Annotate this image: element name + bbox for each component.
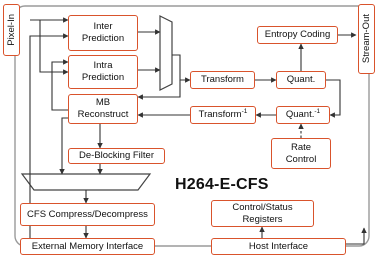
entropy-coding-block: Entropy Coding — [257, 26, 338, 44]
wire-mux-mb — [137, 80, 181, 100]
rate-control-line1: Rate — [290, 141, 312, 153]
rate-control-block: Rate Control — [271, 138, 331, 169]
mb-reconstruct-line1: MB — [95, 97, 111, 108]
entropy-coding-label: Entropy Coding — [264, 29, 331, 40]
rate-control-line2: Control — [285, 153, 317, 165]
quant-label: Quant. — [286, 74, 316, 85]
inter-prediction-line1: Inter — [93, 21, 113, 32]
quant-block: Quant. — [276, 71, 326, 89]
mb-reconstruct-line2: Reconstruct — [77, 109, 129, 120]
wire-pixelin-bus — [39, 20, 69, 75]
inverse-quant-text: Quant. — [285, 109, 315, 120]
inverse-transform-label: Transform-1 — [198, 107, 248, 121]
control-status-registers-block: Control/Status Registers — [211, 200, 314, 227]
mb-reconstruct-block: MB Reconstruct — [68, 94, 138, 124]
core-boundary — [14, 5, 370, 247]
cfs-compress-block: CFS Compress/Decompress — [20, 203, 155, 226]
wire-mux-transform — [172, 54, 191, 83]
intra-prediction-line1: Intra — [93, 60, 113, 71]
inverse-transform-superscript: -1 — [241, 107, 248, 115]
intra-prediction-line2: Prediction — [81, 72, 125, 83]
pixel-in-label: Pixel-In — [5, 14, 17, 46]
pixel-in-port: Pixel-In — [3, 4, 20, 56]
inverse-transform-block: Transform-1 — [190, 106, 256, 124]
wire-quant-invquant — [326, 79, 341, 118]
wire-bypass-branch — [61, 117, 68, 130]
inverse-transform-text: Transform — [198, 109, 242, 120]
wire-host-streamout — [346, 227, 367, 245]
transform-block: Transform — [190, 71, 255, 89]
control-status-line2: Registers — [242, 213, 283, 225]
prediction-mux — [159, 15, 173, 91]
diagram-title: H264-E-CFS — [175, 176, 269, 193]
control-status-line1: Control/Status — [232, 201, 293, 213]
stream-out-port: Stream-Out — [358, 4, 375, 74]
wire-ext-inter — [29, 33, 69, 238]
deblocking-filter-label: De-Blocking Filter — [79, 150, 154, 161]
wire-mb-intra — [51, 59, 69, 111]
cfs-compress-label: CFS Compress/Decompress — [27, 208, 148, 220]
host-interface-label: Host Interface — [248, 240, 309, 252]
external-memory-interface-block: External Memory Interface — [20, 238, 155, 255]
frame-mux — [20, 173, 152, 191]
transform-label: Transform — [201, 74, 244, 85]
inverse-quant-block: Quant.-1 — [276, 106, 330, 124]
inverse-quant-label: Quant.-1 — [285, 107, 321, 121]
stream-out-label: Stream-Out — [360, 14, 372, 64]
inter-prediction-block: Inter Prediction — [68, 15, 138, 51]
host-interface-block: Host Interface — [211, 238, 346, 255]
intra-prediction-block: Intra Prediction — [68, 55, 138, 89]
external-memory-interface-label: External Memory Interface — [31, 240, 144, 252]
inverse-quant-superscript: -1 — [314, 107, 321, 115]
deblocking-filter-block: De-Blocking Filter — [68, 148, 165, 164]
inter-prediction-line2: Prediction — [81, 33, 125, 44]
